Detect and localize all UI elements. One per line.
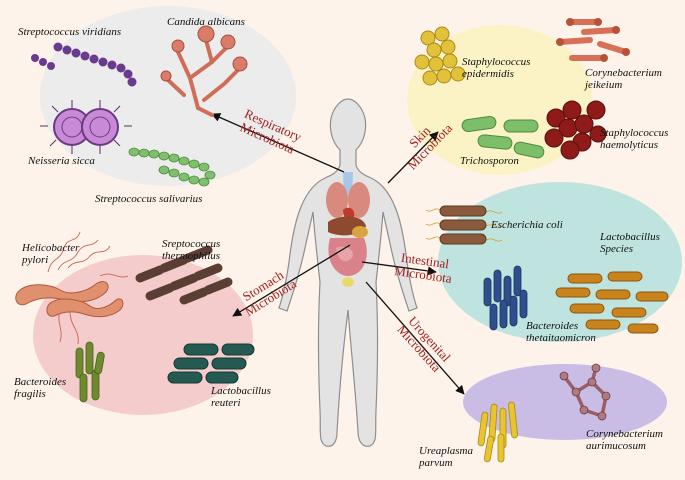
label-line-1: Bacteroides bbox=[526, 320, 579, 332]
label-ureaplasma-parvum: Ureaplasma parvum bbox=[419, 445, 473, 469]
streptococcus-salivarius-illustration bbox=[128, 147, 216, 187]
bacteroides-fragilis-illustration bbox=[75, 341, 105, 403]
label-staphylococcus-haemolyticus: Staphylococcus haemolyticus bbox=[600, 127, 668, 151]
arrows bbox=[211, 113, 465, 395]
label-bacteroides-fragilis: Bacteroides fragilis bbox=[14, 376, 66, 400]
label-line-2: aurimucosum bbox=[586, 440, 646, 452]
label-line-2: thermophilus bbox=[162, 250, 221, 262]
label-line-1: Ureaplasma bbox=[419, 445, 473, 457]
label-line-2: Species bbox=[600, 243, 633, 255]
label-helicobacter-pylori: Helicobacter pylori bbox=[22, 242, 79, 266]
label-line-1: Corynebacterium bbox=[586, 428, 663, 440]
label-neisseria-sicca: Neisseria sicca bbox=[28, 155, 95, 167]
label-lactobacillus-species: Lactobacillus Species bbox=[600, 231, 660, 255]
staphylococcus-haemolyticus-illustration bbox=[544, 100, 607, 160]
streptococcus-thermophilus-illustration bbox=[135, 245, 233, 305]
corynebacterium-jeikeium-illustration bbox=[557, 19, 629, 61]
helicobacter-pylori-illustration bbox=[15, 231, 129, 345]
label-line-1: Helicobacter bbox=[22, 242, 80, 254]
label-line-1: Sreptococcus bbox=[162, 238, 221, 250]
label-candida-albicans: Candida albicans bbox=[167, 16, 245, 28]
staphylococcus-epidermidis-illustration bbox=[414, 26, 466, 86]
label-line-2: epidermidis bbox=[462, 68, 514, 80]
label-escherichia-coli: Escherichia coli bbox=[491, 219, 563, 231]
label-line-1: Staphylococcus bbox=[462, 56, 531, 68]
escherichia-coli-illustration bbox=[425, 205, 503, 245]
label-line-2: thetaitaomicron bbox=[526, 332, 596, 344]
label-streptococcus-viridians: Streptococcus viridians bbox=[18, 26, 122, 38]
label-line-1: Bacteroides bbox=[14, 376, 67, 388]
label-line-1: Lactobacillus bbox=[600, 231, 660, 243]
bacteroides-thetaitaomicron-illustration bbox=[483, 265, 528, 331]
label-streptococcus-salivarius: Streptococcus salivarius bbox=[95, 193, 203, 205]
label-lactobacillus-reuteri: Lactobacillus reuteri bbox=[211, 385, 271, 409]
corynebacterium-jeikeium-ends bbox=[556, 18, 630, 62]
label-line-2: jeikeium bbox=[585, 79, 623, 91]
label-corynebacterium-aurimucosum: Corynebacterium aurimucosum bbox=[586, 428, 663, 452]
label-sreptococcus-thermophilus: Sreptococcus thermophilus bbox=[162, 238, 220, 262]
candida-albicans-illustration bbox=[166, 38, 240, 117]
trichosporon-illustration bbox=[461, 115, 545, 159]
corynebacterium-aurimucosum-illustration bbox=[559, 363, 611, 421]
label-line-2: pylori bbox=[22, 254, 49, 266]
internal-organs bbox=[326, 172, 370, 287]
label-line-1: Staphylococcus bbox=[600, 127, 669, 139]
label-line-2: fragilis bbox=[14, 388, 46, 400]
neisseria-sicca-illustration bbox=[40, 100, 132, 154]
streptococcus-viridians-illustration bbox=[31, 42, 137, 87]
label-line-2: reuteri bbox=[211, 397, 241, 409]
label-corynebacterium-jeikeium: Corynebacterium jeikeium bbox=[585, 67, 662, 91]
label-trichosporon: Trichosporon bbox=[460, 155, 519, 167]
label-bacteroides-thetaitaomicron: Bacteroides thetaitaomicron bbox=[526, 320, 596, 344]
label-staphylococcus-epidermidis: Staphylococcus epidermidis bbox=[462, 56, 530, 80]
ureaplasma-parvum-illustration bbox=[477, 401, 518, 463]
label-line-1: Lactobacillus bbox=[211, 385, 271, 397]
lactobacillus-reuteri-illustration bbox=[167, 343, 255, 384]
label-line-2: haemolyticus bbox=[600, 139, 659, 151]
lactobacillus-species-illustration bbox=[555, 271, 669, 334]
label-line-2: parvum bbox=[419, 457, 453, 469]
label-line-1: Corynebacterium bbox=[585, 67, 662, 79]
candida-spores bbox=[160, 25, 248, 82]
